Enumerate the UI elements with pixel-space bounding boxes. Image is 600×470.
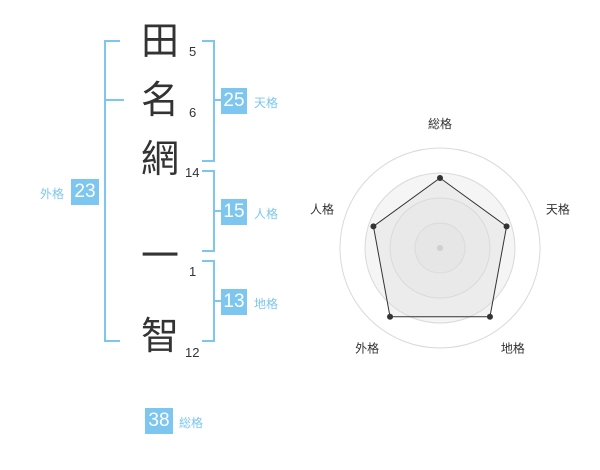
gaikaku-bracket-tick — [104, 99, 124, 101]
gaikaku-label: 外格 — [40, 187, 65, 201]
radar-point-2 — [503, 223, 510, 230]
kanji-char-5: 智 — [140, 314, 179, 358]
jinkaku-bracket — [202, 170, 215, 252]
gaikaku-bracket — [104, 40, 120, 342]
chikaku-value: 13 — [221, 289, 247, 315]
soukaku-value: 38 — [145, 408, 173, 434]
radar-point-3 — [486, 313, 493, 320]
gaikaku-value: 23 — [71, 179, 99, 205]
kanji-char-4: 一 — [140, 234, 179, 278]
radar-data-polygon — [372, 177, 508, 318]
chikaku-bracket — [202, 260, 215, 342]
tenkaku-bracket-tick — [215, 99, 221, 101]
radar-point-1 — [437, 175, 443, 181]
chikaku-bracket-tick — [215, 300, 221, 302]
kanji-char-3: 網 — [140, 137, 179, 181]
radar-point-4 — [387, 313, 394, 320]
radar-axis-label-4: 外格 — [355, 340, 379, 355]
stroke-count-2: 6 — [189, 105, 197, 120]
stroke-count-4: 1 — [189, 264, 197, 279]
radar-axis-label-5: 人格 — [310, 202, 334, 217]
stroke-count-1: 5 — [189, 44, 197, 59]
jinkaku-value: 15 — [221, 199, 247, 225]
tenkaku-bracket — [202, 40, 215, 162]
kanji-char-1: 田 — [140, 19, 179, 63]
radar-axis-label-2: 天格 — [546, 202, 570, 217]
chikaku-label: 地格 — [254, 297, 279, 311]
jinkaku-label: 人格 — [254, 207, 279, 221]
stroke-count-3: 14 — [185, 165, 200, 180]
tenkaku-value: 25 — [221, 88, 247, 114]
stroke-count-5: 12 — [185, 345, 200, 360]
radar-center-dot — [437, 245, 443, 251]
radar-point-5 — [370, 223, 377, 230]
radar-axis-label-1: 総格 — [428, 116, 452, 131]
tenkaku-label: 天格 — [254, 96, 279, 110]
radar-axis-label-3: 地格 — [501, 340, 525, 355]
soukaku-label: 総格 — [179, 416, 204, 430]
kanji-char-2: 名 — [140, 78, 179, 122]
jinkaku-bracket-tick — [215, 210, 221, 212]
